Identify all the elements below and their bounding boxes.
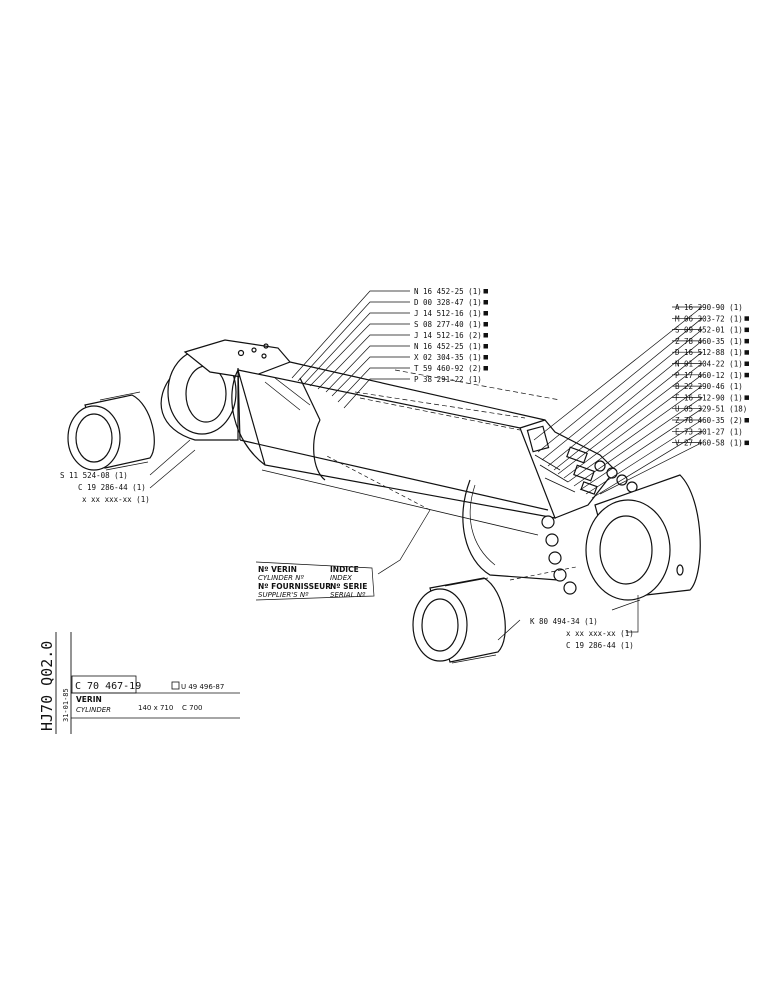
right-callout-mark-7 xyxy=(744,372,749,378)
left-callout-4: S 08 277-40 (1) xyxy=(414,320,482,329)
left-bushing-labels: S 11 524-08 (1) C 19 286-44 (1) x xx xxx… xyxy=(60,439,191,504)
left-callout-mark-6 xyxy=(483,344,488,349)
left-callout-mark-5 xyxy=(483,333,488,338)
left-callout-mark-2 xyxy=(483,300,488,305)
left-bushing-line-3: x xx xxx-xx (1) xyxy=(82,495,150,504)
left-callout-9: P 38 291-22 (1) xyxy=(414,375,482,384)
left-leader-line-6 xyxy=(325,345,410,393)
right-callout-mark-3 xyxy=(744,327,749,333)
left-callout-mark-3 xyxy=(483,311,488,316)
drawing-date: 31-01-85 xyxy=(62,688,70,722)
left-callout-6: N 16 452-25 (1) xyxy=(414,342,482,351)
info-right-1: INDICE xyxy=(330,565,359,574)
right-bushing-line-1: K 80 494-34 (1) xyxy=(530,617,598,626)
left-callout-7: X 02 304-35 (1) xyxy=(414,353,482,362)
left-callout-1: N 16 452-25 (1) xyxy=(414,287,482,296)
cylinder-info-box: Nº VERIN CYLINDER Nº Nº FOURNISSEUR SUPP… xyxy=(255,561,375,601)
right-callout-5: D 16 512-88 (1) xyxy=(675,348,743,357)
leader-lines xyxy=(149,369,641,611)
right-callout-mark-5 xyxy=(744,350,749,355)
right-leader-line-10 xyxy=(579,408,704,491)
left-leader-line-1 xyxy=(291,290,410,379)
drawing-code: HJ70 Q02.0 xyxy=(38,641,56,731)
right-callout-13: V 27 460-58 (1) xyxy=(675,439,743,448)
left-callout-5: J 14 512-16 (2) xyxy=(414,331,482,340)
left-callout-2: D 00 328-47 (1) xyxy=(414,298,482,307)
ref-number: U 49 496-87 xyxy=(181,683,224,691)
right-leader-line-4 xyxy=(547,340,703,467)
name-fr: VERIN xyxy=(76,695,102,704)
title-block: HJ70 Q02.0 31-01-85 C 70 467-19 U 49 496… xyxy=(38,632,240,734)
right-bushing-line-3: C 19 286-44 (1) xyxy=(566,641,634,650)
right-callout-4: Z 78 460-35 (1) xyxy=(675,337,743,346)
info-left-3: Nº FOURNISSEUR xyxy=(258,582,331,591)
part-number: C 70 467-19 xyxy=(75,681,141,692)
right-leader-line-11 xyxy=(585,419,704,495)
left-callout-mark-8 xyxy=(483,366,488,371)
left-leader-line-4 xyxy=(309,323,410,387)
left-leader-line-3 xyxy=(303,312,410,385)
left-leader-line-7 xyxy=(331,356,410,397)
right-callout-8: B 22 290-46 (1) xyxy=(675,382,743,391)
right-leader-line-7 xyxy=(563,374,704,479)
left-leader-line-5 xyxy=(317,334,410,390)
info-left-2: CYLINDER Nº xyxy=(258,574,305,582)
right-callout-10: U 05 329-51 (18) xyxy=(675,405,747,414)
right-callout-6: N 01 304-22 (1) xyxy=(675,360,743,369)
right-callout-mark-2 xyxy=(744,316,749,321)
right-leader-line-8 xyxy=(567,385,704,483)
info-left-1: Nº VERIN xyxy=(258,565,297,574)
info-left-4: SUPPLIER'S Nº xyxy=(258,591,309,599)
info-right-4: SERIAL Nº xyxy=(330,591,366,599)
info-right-2: INDEX xyxy=(330,574,352,582)
right-callout-mark-6 xyxy=(744,361,749,366)
ref-box-icon xyxy=(171,681,180,690)
left-leader-line-9 xyxy=(343,378,410,409)
right-callout-list: A 16 290-90 (1) M 06 303-72 (1) S 09 452-0… xyxy=(533,303,749,499)
right-callout-9: F 16 512-90 (1) xyxy=(675,393,743,402)
right-callout-mark-11 xyxy=(744,418,749,423)
right-callout-11: Z 78 460-35 (2) xyxy=(675,416,743,425)
right-callout-1: A 16 290-90 (1) xyxy=(675,303,743,312)
left-bushing-line-1: S 11 524-08 (1) xyxy=(60,471,128,480)
right-leader-line-2 xyxy=(537,317,703,453)
left-callout-3: J 14 512-16 (1) xyxy=(414,309,482,318)
right-callout-mark-13 xyxy=(744,440,749,446)
right-callout-2: M 06 303-72 (1) xyxy=(675,314,743,323)
model: C 700 xyxy=(182,704,202,712)
right-callout-mark-4 xyxy=(744,338,749,344)
left-callout-list: N 16 452-25 (1) D 00 328-47 (1) J 14 512-1… xyxy=(291,287,488,409)
cylinder-tube xyxy=(231,361,559,581)
left-callout-mark-7 xyxy=(483,355,488,360)
left-callout-8: T 59 460-92 (2) xyxy=(414,364,482,373)
right-leader-line-3 xyxy=(541,329,703,461)
left-bushing-line-2: C 19 286-44 (1) xyxy=(78,483,146,492)
right-bushing-labels: K 80 494-34 (1) x xx xxx-xx (1) C 19 286… xyxy=(497,595,639,650)
front-eye xyxy=(585,474,701,601)
right-leader-line-9 xyxy=(573,397,704,487)
right-leader-line-5 xyxy=(553,351,704,471)
right-callout-7: P 17 460-12 (1) xyxy=(675,371,743,380)
dimensions: 140 x 710 xyxy=(138,704,173,712)
info-right-3: Nº SERIE xyxy=(330,582,367,591)
right-leader-line-1 xyxy=(533,306,704,441)
left-leader-line-8 xyxy=(337,367,410,403)
rear-eye xyxy=(160,339,292,441)
right-callout-12: E 73 301-27 (1) xyxy=(675,427,743,436)
right-leader-line-6 xyxy=(557,363,704,475)
left-callout-mark-1 xyxy=(483,289,488,294)
right-bushing-line-2: x xx xxx-xx (1) xyxy=(566,629,634,638)
left-bushing xyxy=(67,391,155,471)
left-leader-line-2 xyxy=(297,301,410,382)
right-bushing xyxy=(412,577,506,664)
name-en: CYLINDER xyxy=(76,706,111,714)
right-callout-3: S 09 452-01 (1) xyxy=(675,326,743,335)
right-leader-line-13 xyxy=(599,442,703,495)
right-callout-mark-9 xyxy=(744,395,749,400)
cylinder-illustration xyxy=(67,339,701,664)
right-leader-line-12 xyxy=(591,430,704,499)
left-callout-mark-4 xyxy=(483,322,488,327)
